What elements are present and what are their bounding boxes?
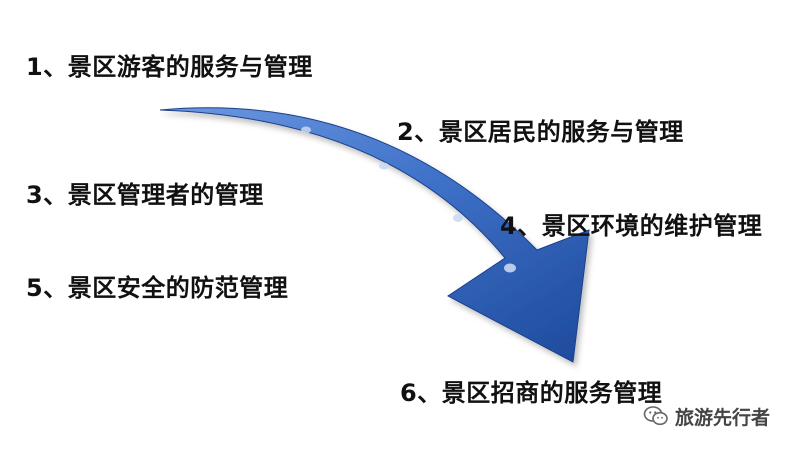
- arrow-body: [159, 107, 590, 363]
- diagram-item-1: 1、景区游客的服务与管理: [26, 53, 313, 81]
- arrow-highlight-dot: [453, 214, 463, 222]
- watermark: 旅游先行者: [643, 401, 770, 431]
- arrow-shape: [159, 107, 590, 363]
- watermark-text: 旅游先行者: [675, 406, 771, 429]
- diagram-item-5: 5、景区安全的防范管理: [26, 274, 289, 302]
- arrow-highlight-dot: [301, 126, 311, 134]
- diagram-item-3: 3、景区管理者的管理: [26, 181, 264, 209]
- wechat-icon: [643, 406, 668, 426]
- diagram-item-2: 2、景区居民的服务与管理: [397, 118, 684, 146]
- arrow-highlight-dot: [504, 263, 516, 273]
- diagram-item-6: 6、景区招商的服务管理: [400, 379, 663, 407]
- diagram-item-4: 4、景区环境的维护管理: [500, 212, 763, 240]
- arrow-highlight-dot: [379, 162, 389, 170]
